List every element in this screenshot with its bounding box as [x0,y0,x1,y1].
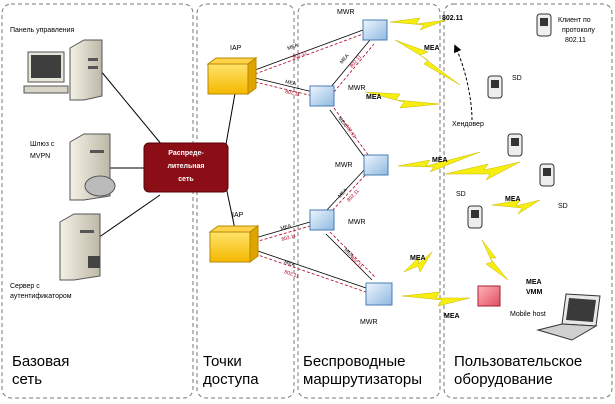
auth-label-1: Сервер с [10,283,40,290]
mwr-1: MWR [337,9,388,41]
link-label-mea: MEA [339,53,351,66]
mobile-host-label: Mobile host [510,311,546,318]
distribution-label-3: сеть [178,176,194,183]
zone-core-title-1: Базовая [12,353,69,370]
link-label-mea: MEA [285,79,297,87]
zone-user-title-2: оборудование [454,371,553,388]
link-label-80211: 802.11 [349,255,364,270]
label-mea-5: MEA [410,255,426,262]
sd-label: SD [558,203,568,210]
auth-label-2: аутентификатором [10,293,72,300]
lightning-icon [394,39,461,86]
link-label-80211: 802.11 [346,188,361,203]
mwr-label: MWR [348,85,366,92]
zone-access-title-1: Точки [203,353,242,370]
handover-label: Хендовер [452,121,484,128]
zone-core: Базовая сеть [1,3,194,399]
lightning-icon [401,291,471,307]
link-label-80211: 802.11 [349,54,363,69]
auth-server: Сервер с аутентификатором [10,213,101,300]
link-label-mea: MEA [287,42,300,52]
label-mea-1: MEA [366,94,382,101]
mwr-label: MWR [348,219,366,226]
mwr-2: MWR [309,85,366,107]
mwr-label: MWR [335,162,353,169]
zone-routers-title-2: маршрутизаторы [303,371,422,388]
sd-label: SD [512,75,522,82]
distribution-label-2: лительная [167,163,204,170]
lightning-icon [491,199,541,215]
sd-device-3: SD [539,163,568,210]
mobile-host: Mobile host [510,293,601,341]
control-panel-label: Панель управления [10,27,75,34]
zone-routers-title-1: Беспроводные [303,353,405,370]
link-label-80211: 802.11 [281,233,297,243]
zone-routers: Беспроводные маршрутизаторы [297,3,441,399]
distribution-network: Распреде- лительная сеть [143,142,229,193]
link-label-80211: 802.11 [292,50,308,61]
lightning-icon [397,151,481,173]
mvpn-gateway: Шлюз с MVPN [30,133,116,201]
iap-label: IAP [232,212,244,219]
wireless-labels: 802.11 MEA MEA MEA MEA MEA MEA [366,15,521,320]
mea-vmm: MEA VMM [477,279,543,307]
client-label-2: протоколу [562,27,595,34]
client-label-1: Клиент по [558,17,591,24]
wireless-links [364,17,541,307]
link-label-mea: MEA [283,259,296,268]
label-mea-2: MEA [424,45,440,52]
vmm-label-1: MEA [526,279,542,286]
link-label-mea: MEA [336,116,348,129]
lightning-icon [444,161,521,181]
sd-device-2 [507,133,523,157]
backhaul-links [254,29,377,293]
iap-label: IAP [230,45,242,52]
iap-top: IAP [206,45,258,95]
mwr-label: MWR [337,9,355,16]
client-label-3: 802.11 [565,37,586,44]
label-80211-top: 802.11 [442,15,463,22]
link-label-80211: 802.11 [283,269,299,280]
label-mea-4: MEA [505,196,521,203]
lightning-icon [389,17,447,31]
mwr-3: MWR [335,154,389,176]
zone-user: Пользовательское оборудование [443,3,613,399]
sd-label: SD [456,191,466,198]
label-mea-6: MEA [444,313,460,320]
mwr-5: MWR [360,282,393,326]
control-panel-workstation: Панель управления [10,27,103,101]
lightning-icon [403,251,433,273]
sd-device-4: SD [456,191,483,229]
handover-arrow [454,44,473,121]
label-mea-3: MEA [432,157,448,164]
lightning-icon [364,91,441,109]
vmm-label-2: VMM [526,289,543,296]
client-80211: Клиент по протоколу 802.11 [536,13,595,44]
zone-access-title-2: доступа [203,371,259,388]
mwr-label: MWR [360,319,378,326]
sd-device-1: SD [487,75,522,99]
zone-core-title-2: сеть [12,371,42,388]
lightning-icon [481,239,509,281]
link-label-80211: 802.11 [285,89,301,98]
zone-user-title-1: Пользовательское [454,353,582,370]
link-label-mea: MEA [280,223,293,232]
mwr-4: MWR [309,209,366,231]
iap-bottom: IAP [208,212,260,263]
mvpn-label-2: MVPN [30,153,50,160]
mvpn-label-1: Шлюз с [30,141,55,148]
distribution-label-1: Распреде- [168,150,204,157]
zone-access: Точки доступа [196,3,295,399]
